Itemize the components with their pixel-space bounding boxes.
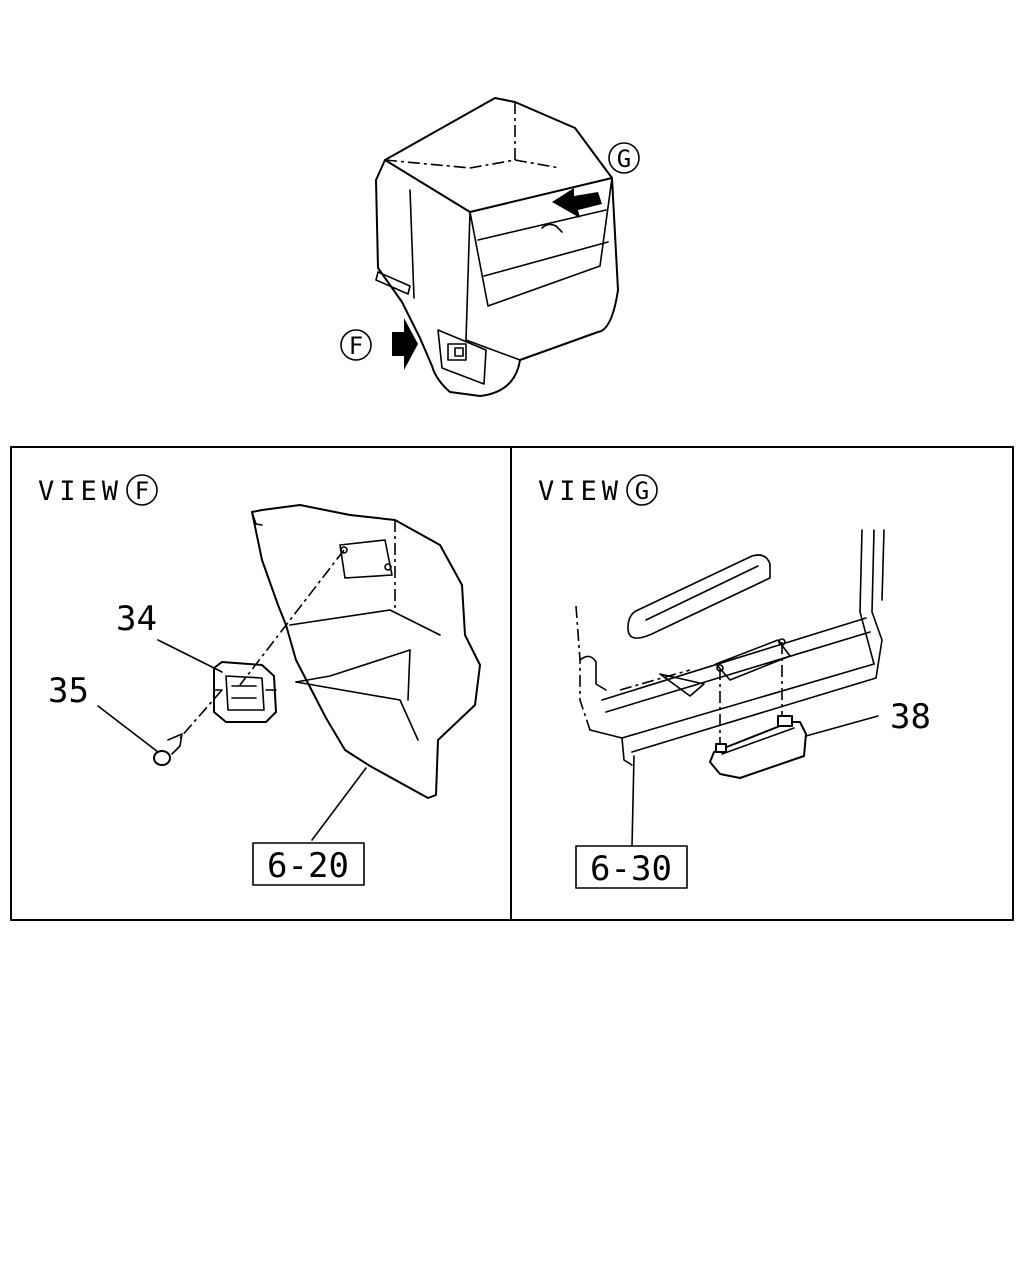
view-f-callout-circle: F xyxy=(340,329,372,361)
view-f-title: VIEW F xyxy=(38,474,158,507)
view-g-panel xyxy=(510,446,1014,921)
part-34-bracket xyxy=(213,661,277,723)
leader-38 xyxy=(805,715,879,737)
view-g-callout-letter: G xyxy=(617,145,631,173)
view-f-arrow xyxy=(392,318,418,370)
leader-34 xyxy=(157,639,223,673)
part-38-label: 38 xyxy=(890,697,931,737)
ref-box-6-30-text: 6-30 xyxy=(590,849,672,889)
cab-overview xyxy=(375,97,619,397)
view-g-title-text: VIEW xyxy=(538,476,623,507)
side-panel-6-20 xyxy=(251,504,481,799)
leader-6-20 xyxy=(311,767,367,841)
view-g-title: VIEW G xyxy=(538,474,658,507)
ref-box-6-30: 6-30 xyxy=(575,845,688,889)
view-g-title-letter: G xyxy=(635,477,649,505)
leader-35 xyxy=(97,705,159,753)
leader-6-30 xyxy=(631,755,635,847)
part-35-screw xyxy=(153,733,183,766)
ref-box-6-20-text: 6-20 xyxy=(267,846,349,886)
fastener-line-35 xyxy=(179,689,223,739)
fastener-line-34 xyxy=(239,549,345,686)
view-g-callout-circle: G xyxy=(608,142,640,174)
part-38-lamp xyxy=(709,715,807,779)
part-34-label: 34 xyxy=(116,599,157,639)
view-g-arrow xyxy=(552,188,602,218)
view-f-title-letter: F xyxy=(135,477,149,505)
part-35-label: 35 xyxy=(48,671,89,711)
door-body-6-30 xyxy=(575,529,885,766)
view-f-title-text: VIEW xyxy=(38,476,123,507)
ref-box-6-20: 6-20 xyxy=(252,842,365,886)
view-f-callout-letter: F xyxy=(349,332,363,360)
